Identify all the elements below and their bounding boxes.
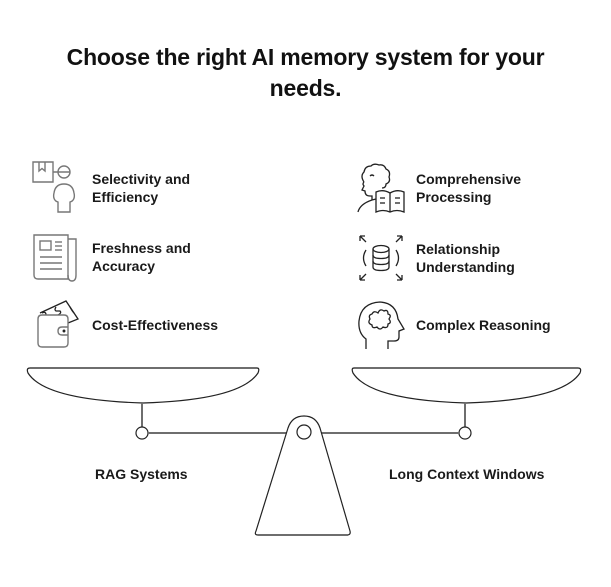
- left-item-freshness: Freshness and Accuracy: [28, 229, 191, 285]
- right-item-comprehensive: Comprehensive Processing: [352, 160, 521, 216]
- right-item-label: Comprehensive Processing: [416, 171, 522, 205]
- left-item-selectivity: Selectivity and Efficiency: [28, 160, 190, 216]
- left-pan: [26, 367, 260, 404]
- right-pan: [351, 367, 582, 404]
- right-item-relationship: Relationship Understanding: [352, 230, 515, 286]
- left-item-cost: Cost-Effectiveness: [28, 297, 218, 353]
- package-person-icon: [32, 161, 76, 213]
- center-pivot: [296, 424, 312, 440]
- left-pivot: [135, 426, 149, 440]
- right-item-label: Relationship Understanding: [416, 241, 515, 275]
- right-pivot: [458, 426, 472, 440]
- right-item-label: Complex Reasoning: [416, 317, 551, 333]
- person-reading-book-icon: [357, 163, 405, 213]
- newspaper-icon: [33, 234, 77, 282]
- left-item-label: Cost-Effectiveness: [92, 317, 219, 333]
- left-item-label: Selectivity and Efficiency: [92, 171, 191, 205]
- long-context-windows-label: Long Context Windows: [389, 466, 545, 482]
- head-puzzle-icon: [358, 301, 405, 349]
- database-expand-icon: [359, 235, 403, 281]
- right-item-complex: Complex Reasoning: [352, 297, 551, 353]
- left-item-label: Freshness and Accuracy: [92, 240, 191, 274]
- scale-base: [254, 415, 351, 536]
- page-title: Choose the right AI memory system for yo…: [66, 44, 545, 101]
- rag-systems-label: RAG Systems: [95, 466, 188, 482]
- wallet-money-icon: [37, 300, 79, 348]
